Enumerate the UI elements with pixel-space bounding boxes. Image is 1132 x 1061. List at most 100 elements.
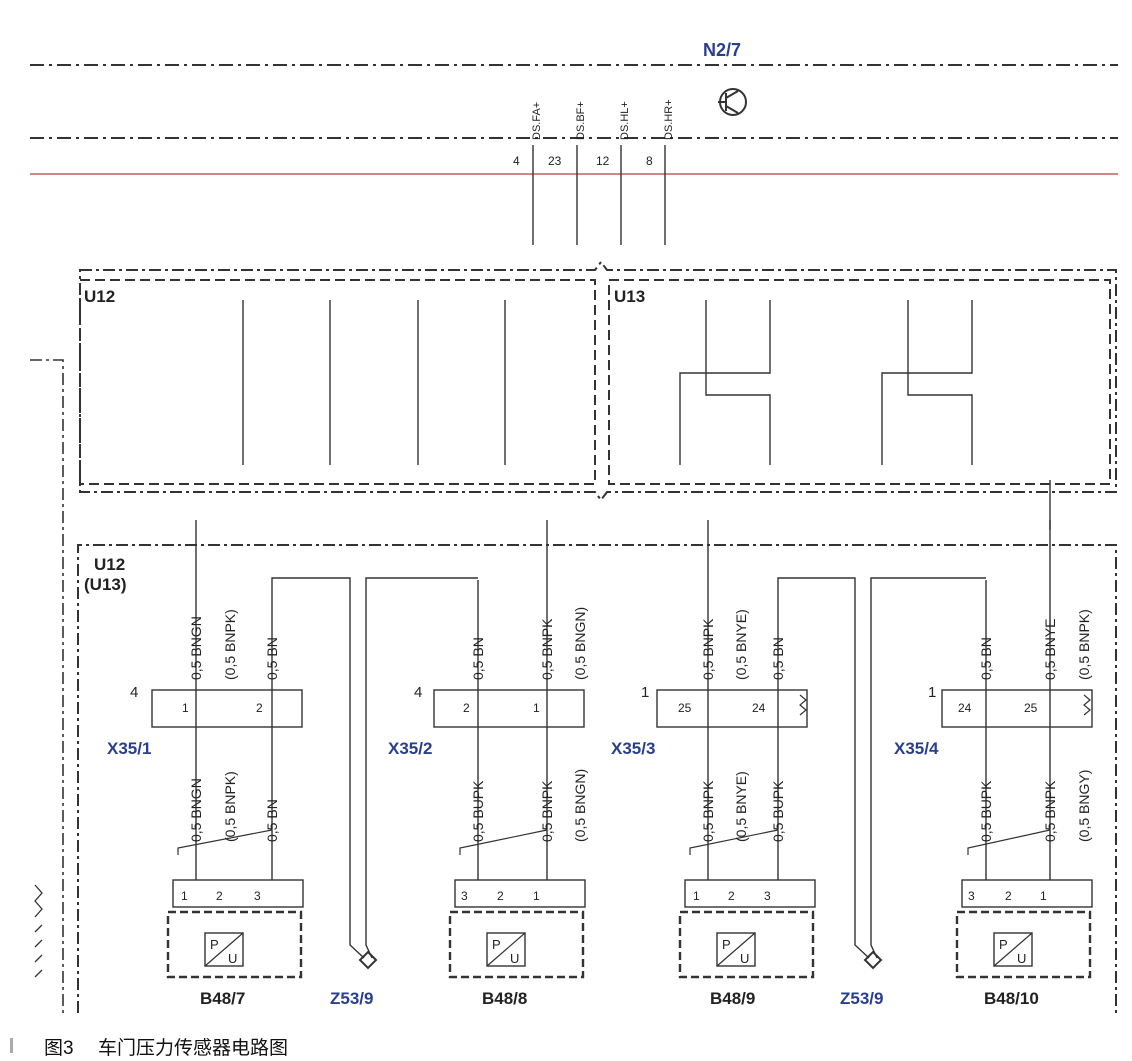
connector-x35-3 [656,689,808,728]
wire-label: 0,5 BN [770,637,786,680]
sensor-pin: 2 [1005,889,1012,903]
sensor-pin: 2 [216,889,223,903]
wire-alt-label: (0,5 BNYE) [733,609,749,680]
wire-alt-label: (0,5 BNPK) [1076,609,1092,680]
signal-label: DS.FA+ [531,102,543,140]
connector-name: X35/2 [388,739,432,758]
sensor-pin: 1 [1040,889,1047,903]
wire-label: 0,5 BN [264,637,280,680]
sensor-name: B48/8 [482,989,527,1008]
connector-count: 1 [928,684,936,701]
unused-pin-mark [1083,694,1091,716]
shield-label: Z53/9 [330,989,373,1008]
sensor-b48-10 [955,879,1093,979]
wire-label: 0,5 BNPK [1042,780,1058,842]
connector-pin: 2 [463,701,470,715]
sensor-name: B48/7 [200,989,245,1008]
signal-label: DS.HL+ [619,101,631,140]
connector-x35-2 [433,689,585,728]
sensor-lead [459,829,548,855]
wire-alt-label: (0,5 BNGN) [572,607,588,680]
wire-label: 0,5 BNPK [700,780,716,842]
connector-pin: 25 [678,701,692,715]
sensor-pin: 3 [764,889,771,903]
connector-x35-1 [151,689,303,728]
connector-name: X35/3 [611,739,655,758]
sensor-name: B48/10 [984,989,1039,1008]
sensor-lead [177,829,273,855]
sensor-name: B48/9 [710,989,755,1008]
figure-caption: 图3 车门压力传感器电路图 [0,1030,1132,1060]
wire-label: 0,5 BNPK [700,618,716,680]
wire-label: 0,5 BN [264,799,280,842]
ground-line [30,359,64,1013]
shield-label: Z53/9 [840,989,883,1008]
connector-pin: 25 [1024,701,1038,715]
wire-label: 0,5 BNYE [1042,619,1058,680]
sensor-symbol-p: P [722,937,731,952]
connector-x35-4 [941,689,1093,728]
option-bracket [79,260,1117,502]
lower-wires [195,480,1051,959]
sensor-pin: 2 [497,889,504,903]
connector-count: 4 [414,684,422,701]
sensor-symbol-u: U [510,951,519,966]
wire-alt-label: (0,5 BNGY) [1076,770,1092,842]
connector-pin: 24 [752,701,766,715]
u12-title: U12 [84,287,115,306]
ground-hatch [34,884,43,978]
wire-label: 0,5 BUPK [978,780,994,842]
caption-number: 图3 [44,1038,74,1059]
connector-pin: 2 [256,701,263,715]
sensor-b48-7 [166,879,304,979]
sensor-symbol-p: P [999,937,1008,952]
lower-frame [77,544,1117,1013]
connector-count: 4 [130,684,138,701]
connector-name: X35/4 [894,739,939,758]
sensor-symbol-u: U [740,951,749,966]
wire-label: 0,5 BNGN [188,778,204,842]
sensor-symbol-p: P [210,937,219,952]
sensor-pin: 3 [968,889,975,903]
connector-name: X35/1 [107,739,151,758]
u13-box [608,279,1111,485]
wire-alt-label: (0,5 BNYE) [733,771,749,842]
sensor-pin: 3 [461,889,468,903]
module-pin: 12 [596,154,610,168]
u12-box [79,279,596,485]
sensor-symbol-u: U [1017,951,1026,966]
caption-bar [10,1038,13,1053]
sensor-symbol-p: P [492,937,501,952]
u13-title: U13 [614,287,645,306]
sensor-b48-9 [678,879,816,979]
wire-label: 0,5 BUPK [770,780,786,842]
wire-label: 0,5 BUPK [470,780,486,842]
connector-pin: 1 [182,701,189,715]
signal-label: DS.HR+ [663,99,675,140]
connector-pin: 24 [958,701,972,715]
wire-label: 0,5 BN [978,637,994,680]
module-pin: 8 [646,154,653,168]
connector-pin: 1 [533,701,540,715]
module-pin: 23 [548,154,562,168]
sensor-pin: 1 [181,889,188,903]
sensor-pin: 3 [254,889,261,903]
lower-title-1: U12 [94,555,125,574]
u13-cross-wires [679,300,973,465]
lower-title-2: (U13) [84,575,127,594]
wire-alt-label: (0,5 BNPK) [222,771,238,842]
sensor-symbol-u: U [228,951,237,966]
sensor-pin: 1 [533,889,540,903]
wire-label: 0,5 BNPK [539,780,555,842]
wire-label: 0,5 BNPK [539,618,555,680]
sensor-pin: 2 [728,889,735,903]
transistor-icon [718,88,747,116]
sensor-lead [689,829,779,855]
unused-pin-mark [799,694,807,716]
caption-title: 车门压力传感器电路图 [98,1038,289,1059]
shield-marker [863,950,883,970]
wire-alt-label: (0,5 BNPK) [222,609,238,680]
wire-label: 0,5 BNGN [188,616,204,680]
sensor-pin: 1 [693,889,700,903]
